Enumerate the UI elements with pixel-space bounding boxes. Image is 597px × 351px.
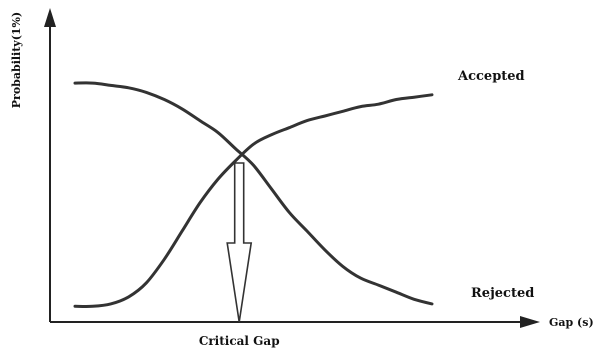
y-axis-arrowhead [44,8,56,27]
series-line-rejected [73,81,434,306]
series-line-accepted [73,93,434,308]
x-axis-label: Gap (s) [549,316,594,329]
x-axis-arrowhead [520,316,540,328]
critical-gap-arrow [226,162,253,323]
series-label-rejected: Rejected [471,286,534,301]
critical-gap-label: Critical Gap [199,334,280,348]
y-axis-label: Probability(1%) [10,12,23,108]
series-label-accepted: Accepted [457,69,525,84]
